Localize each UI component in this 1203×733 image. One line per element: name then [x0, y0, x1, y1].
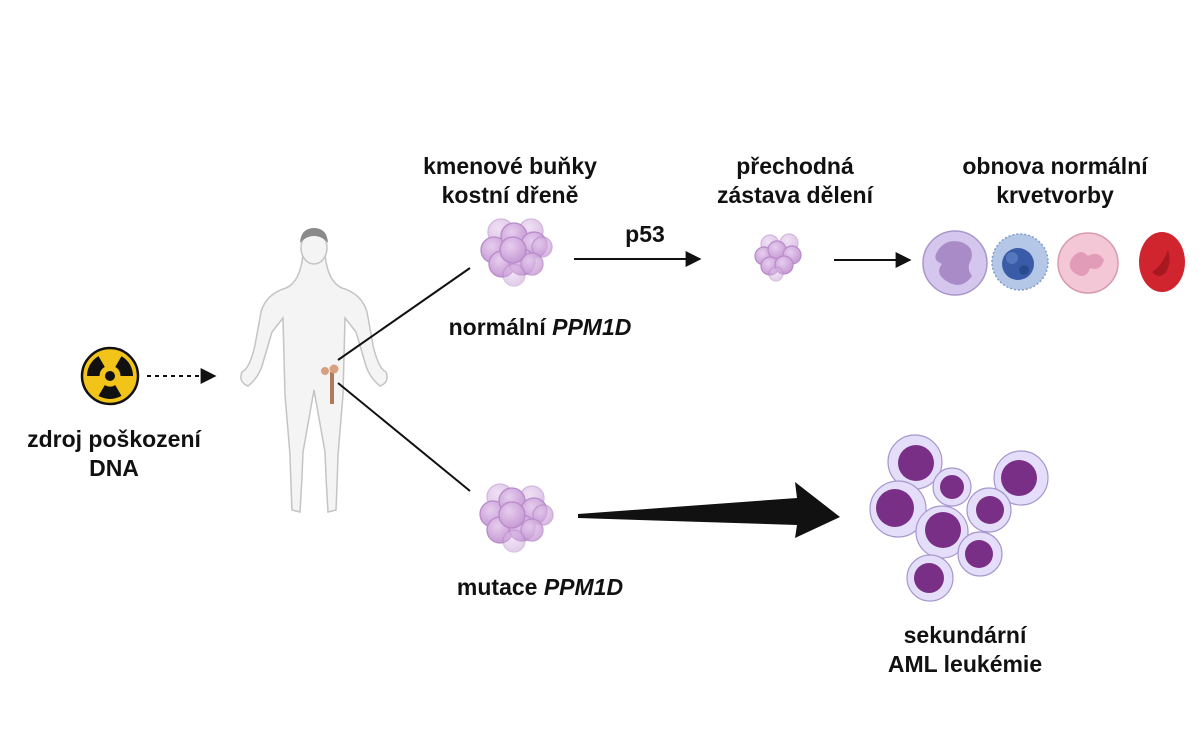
lymphocyte-icon [991, 233, 1049, 291]
label-normal-ppm1d: normální PPM1D [448, 314, 632, 340]
label-renewal-line2: krvetvorby [996, 182, 1114, 208]
label-source-line1: zdroj poškození [27, 426, 201, 452]
label-aml-line2: AML leukémie [887, 651, 1043, 677]
monocyte-icon [922, 230, 988, 296]
human-body-icon [240, 228, 388, 513]
femur-bone-icon [321, 364, 339, 404]
expansion-arrow [578, 482, 840, 538]
branch-line-normal [337, 267, 471, 361]
label-transient-arrest: přechodná zástava dělení [690, 152, 900, 210]
label-stem-line2: kostní dřeně [441, 182, 579, 208]
label-arrest-line1: přechodná [736, 153, 854, 179]
label-renewal-line1: obnova normální [962, 153, 1148, 179]
branch-line-mutant [337, 382, 471, 492]
label-dna-damage-source: zdroj poškození DNA [4, 425, 224, 483]
neutrophil-icon [1057, 232, 1119, 294]
label-normal-hematopoiesis: obnova normální krvetvorby [940, 152, 1170, 210]
label-mutant-ppm1d: mutace PPM1D [456, 574, 624, 600]
label-arrest-line2: zástava dělení [717, 182, 873, 208]
label-aml-line1: sekundární [903, 622, 1027, 648]
label-source-line2: DNA [89, 455, 139, 481]
label-stem-line1: kmenové buňky [423, 153, 597, 179]
arrested-cell-cluster-icon [754, 233, 802, 282]
stem-cell-cluster-icon [480, 218, 553, 287]
label-p53: p53 [625, 221, 665, 247]
radiation-hazard-icon [80, 346, 140, 406]
red-blood-cell-icon [1139, 232, 1185, 292]
label-secondary-aml: sekundární AML leukémie [850, 621, 1080, 679]
label-bone-marrow-stem-cells: kmenové buňky kostní dřeně [400, 152, 620, 210]
leukemic-blast-cells-icon [869, 434, 1049, 602]
mutant-cell-cluster-icon [479, 483, 554, 553]
